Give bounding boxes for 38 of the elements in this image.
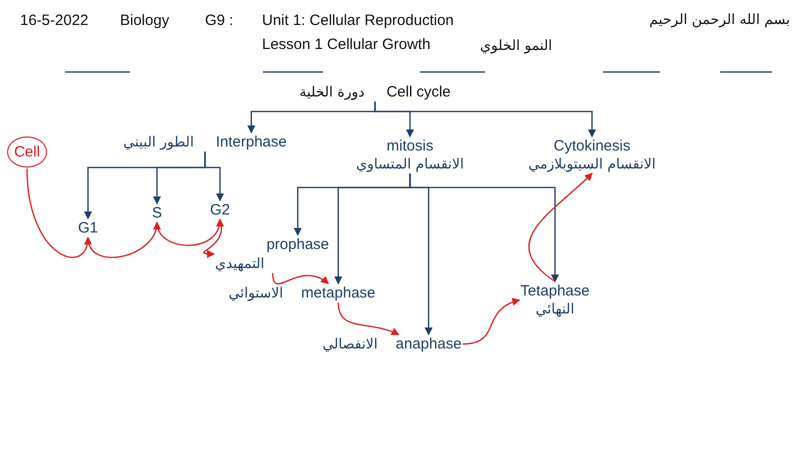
phase-label: prophase — [266, 236, 330, 253]
header-text: بسم الله الرحمن الرحيم — [649, 12, 790, 28]
arrow — [462, 298, 520, 345]
phase-label: S — [152, 204, 162, 222]
arrow — [374, 102, 596, 138]
phase-label: الانفصالي — [322, 336, 378, 352]
phase-label: دورة الخلية — [299, 84, 364, 100]
header-text: G9 : — [205, 12, 234, 29]
arrow — [156, 218, 223, 246]
arrow — [204, 152, 224, 202]
header-text: Lesson 1 Cellular Growth — [262, 36, 430, 53]
phase-label: anaphase — [396, 336, 462, 352]
phase-label: التمهيدي — [214, 256, 264, 272]
phase-label: النهائي — [536, 302, 574, 318]
arrow — [338, 302, 400, 336]
arrow — [87, 222, 160, 258]
header-text: Biology — [120, 12, 170, 29]
phase-label: Tetaphase — [520, 282, 590, 300]
circled-label: Cell — [7, 136, 47, 168]
phase-label: Cell cycle — [386, 84, 451, 100]
phase-label: metaphase — [301, 284, 376, 302]
arrow — [528, 172, 593, 282]
phase-label: الانقسام المتساوي — [356, 156, 464, 172]
arrow — [203, 219, 222, 258]
phase-label: الطور البيني — [123, 134, 194, 150]
phase-label: Interphase — [216, 134, 287, 150]
arrow — [409, 174, 559, 282]
phase-label: الاستوائي — [228, 286, 284, 302]
header-text: النمو الخلوي — [480, 38, 552, 54]
arrow — [272, 272, 330, 284]
phase-label: Cytokinesis — [554, 138, 630, 154]
phase-label: الانقسام السيتوبلازمي — [528, 156, 656, 172]
phase-label: mitosis — [386, 138, 434, 154]
phase-label: G2 — [210, 202, 230, 218]
header-text: 16-5-2022 — [20, 12, 88, 29]
phase-label: G1 — [78, 220, 98, 236]
header-text: Unit 1: Cellular Reproduction — [262, 12, 454, 29]
arrow — [26, 168, 92, 258]
